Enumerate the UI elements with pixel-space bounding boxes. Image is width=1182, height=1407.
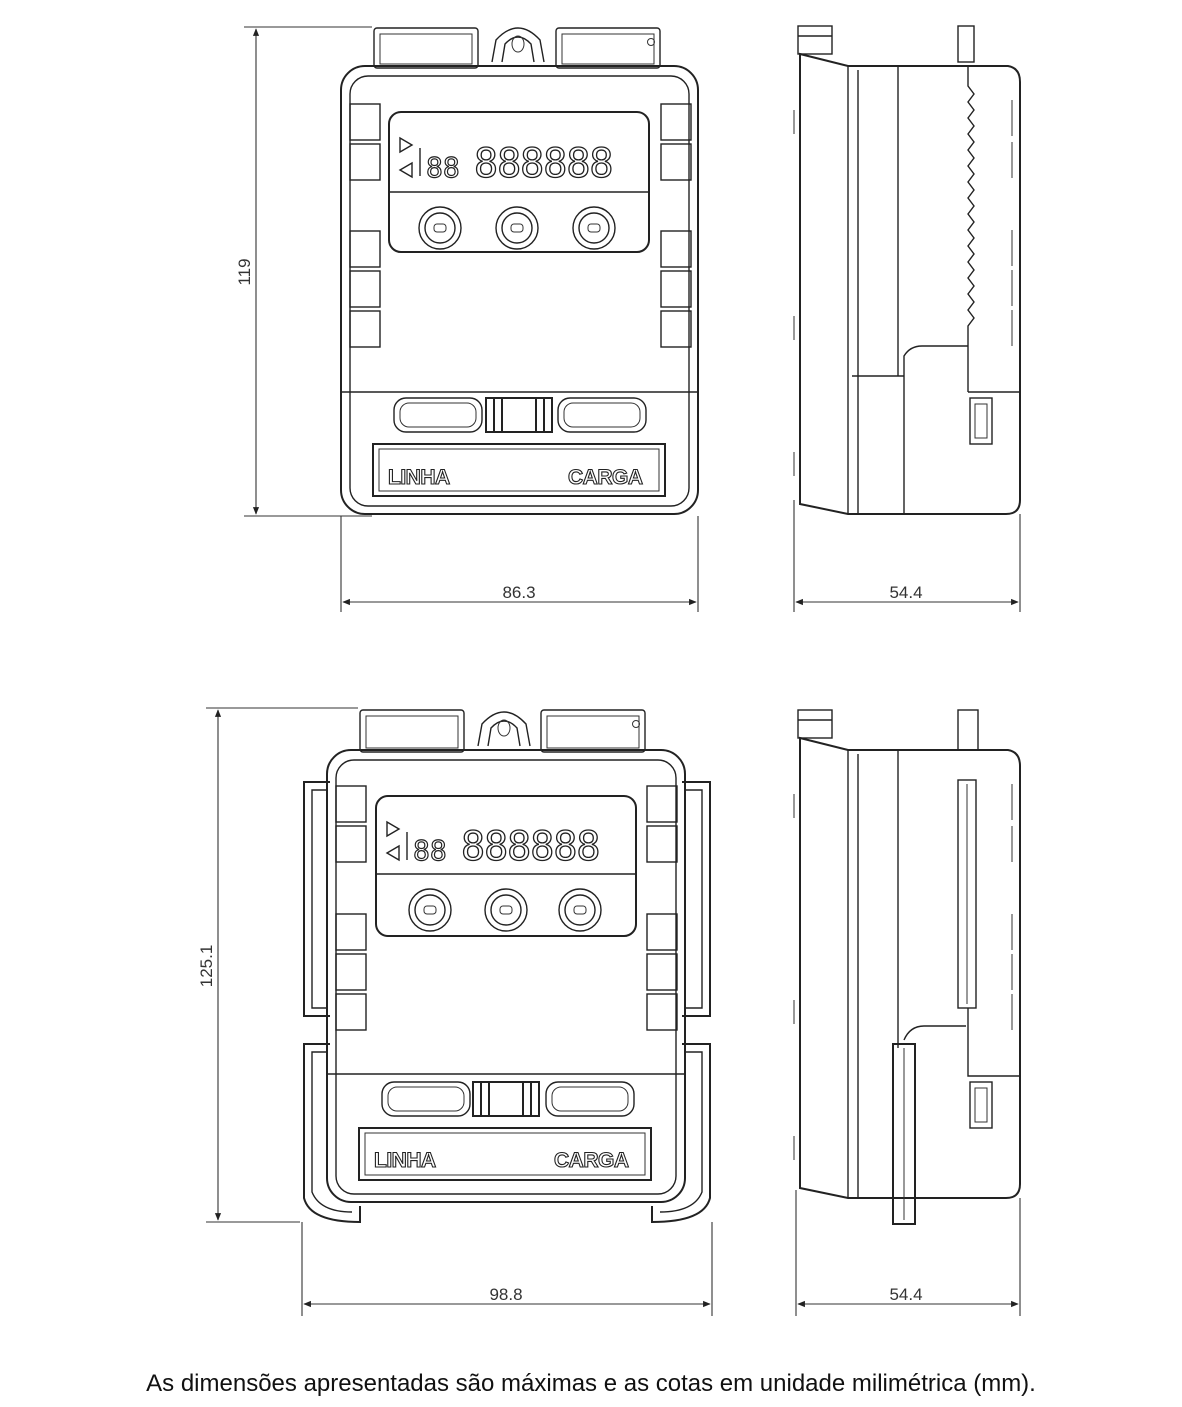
dimension-height-bottom: 125.1	[197, 707, 358, 1223]
label-carga: CARGA	[554, 1149, 629, 1172]
label-carga: CARGA	[568, 466, 643, 489]
label-linha: LINHA	[374, 1149, 436, 1172]
display-small-digits: 88	[413, 834, 447, 867]
dimension-width-top: 86.3	[340, 516, 699, 612]
side-view-bottom	[793, 709, 1021, 1225]
button-2[interactable]	[495, 206, 539, 250]
dimension-depth-bottom: 54.4	[795, 1190, 1021, 1316]
dimension-depth-top: 54.4	[793, 500, 1021, 612]
dimension-label: 125.1	[197, 945, 216, 988]
label-linha: LINHA	[388, 466, 450, 489]
caption: As dimensões apresentadas são máximas e …	[146, 1370, 1036, 1397]
button-1[interactable]	[408, 888, 452, 932]
display-small-digits: 88	[426, 151, 460, 184]
side-view-top	[793, 25, 1021, 515]
display-digits: 888888	[461, 824, 600, 870]
display-digits: 888888	[474, 141, 613, 187]
dimension-label: 98.8	[489, 1285, 522, 1304]
button-1[interactable]	[418, 206, 462, 250]
button-3[interactable]	[572, 206, 616, 250]
front-view-top: 88 888888 LINHA CARGA	[340, 27, 699, 515]
dimension-label: 54.4	[889, 583, 922, 602]
dimension-label: 119	[235, 258, 254, 285]
dimension-width-bottom: 98.8	[301, 1222, 713, 1316]
button-2[interactable]	[484, 888, 528, 932]
dimension-label: 54.4	[889, 1285, 922, 1304]
dimension-height-top: 119	[235, 26, 372, 517]
dimension-label: 86.3	[502, 583, 535, 602]
front-view-bottom: 88 888888 LINHA CARGA	[303, 709, 711, 1224]
button-3[interactable]	[558, 888, 602, 932]
